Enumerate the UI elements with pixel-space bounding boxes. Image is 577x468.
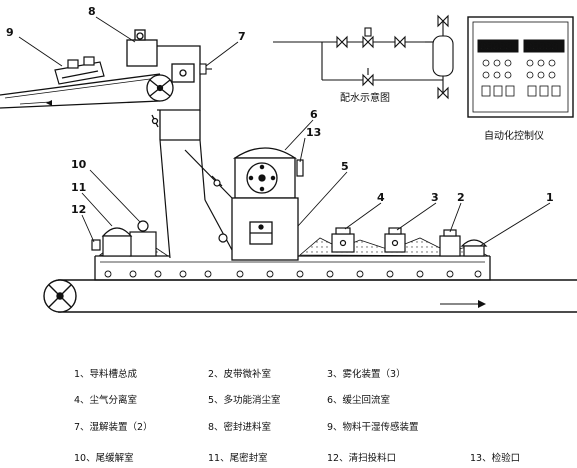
transfer-chute — [159, 139, 233, 259]
inspection-port-13 — [296, 159, 304, 177]
callout-4: 4 — [377, 191, 385, 204]
callout-3: 3 — [431, 191, 439, 204]
head-cap — [460, 239, 488, 257]
legend-item-13: 13、检验口 — [470, 453, 521, 464]
legend-item-2: 2、皮带微补室 — [208, 369, 272, 380]
support-bolts — [104, 270, 482, 278]
tail-pulley — [43, 279, 77, 313]
legend-item-7: 7、湿解装置（2） — [74, 422, 153, 433]
legend-item-8: 8、密封进料室 — [208, 422, 272, 433]
tail-relief-chamber-10 — [129, 220, 157, 257]
callout-12: 12 — [71, 203, 86, 216]
leader-lines — [18, 16, 551, 247]
legend-item-11: 11、尾密封室 — [208, 453, 268, 464]
callout-10: 10 — [71, 158, 87, 171]
belt-repair-chamber-2 — [439, 229, 461, 257]
controller-caption: 自动化控制仪 — [484, 129, 544, 142]
legend-item-4: 4、尘气分离室 — [74, 395, 138, 406]
callout-1: 1 — [546, 191, 554, 204]
legend-item-9: 9、物料干湿传感装置 — [327, 422, 419, 433]
inclined-feed-conveyor — [0, 73, 161, 109]
legend-item-5: 5、多功能消尘室 — [208, 395, 281, 406]
multifunction-dust-chamber-5 — [231, 197, 299, 261]
wet-device-7 — [199, 63, 212, 75]
callout-7: 7 — [238, 30, 246, 43]
water-diagram-caption: 配水示意图 — [340, 91, 390, 104]
moisture-sensor-9 — [54, 56, 105, 85]
component-legend: 1、导料槽总成 2、皮带微补室 3、雾化装置（3） 4、尘气分离室 5、多功能消… — [0, 350, 577, 468]
main-belt-conveyor — [58, 279, 577, 313]
tail-seal-chamber-11 — [101, 227, 133, 257]
callout-13: 13 — [306, 126, 321, 139]
legend-item-3: 3、雾化装置（3） — [327, 369, 406, 380]
automation-controller-panel: 88888 88888 — [467, 16, 574, 118]
dust-gas-separation-chamber-4 — [331, 227, 355, 253]
callout-9: 9 — [6, 26, 14, 39]
callout-8: 8 — [88, 5, 96, 18]
water-distribution-schematic — [273, 14, 454, 100]
legend-item-10: 10、尾缓解室 — [74, 453, 134, 464]
callout-6: 6 — [310, 108, 318, 121]
legend-item-1: 1、导料槽总成 — [74, 369, 138, 380]
cleaning-feed-port-12 — [91, 239, 101, 251]
legend-item-6: 6、缓尘回流室 — [327, 395, 391, 406]
sealed-feed-chamber-8 — [126, 29, 201, 141]
dust-return-chamber-6 — [232, 147, 298, 199]
callout-11: 11 — [71, 181, 86, 194]
dust-suppression-system-diagram: 配水示意图 88888 88888 自动化控制仪 — [0, 5, 577, 313]
controller-display-right: 88888 — [526, 42, 558, 53]
controller-display-left: 88888 — [480, 42, 512, 53]
callout-2: 2 — [457, 191, 465, 204]
head-pulley — [146, 74, 174, 102]
spray-device-3 — [384, 227, 406, 253]
callout-5: 5 — [341, 160, 349, 173]
legend-item-12: 12、清扫投料口 — [327, 453, 397, 464]
